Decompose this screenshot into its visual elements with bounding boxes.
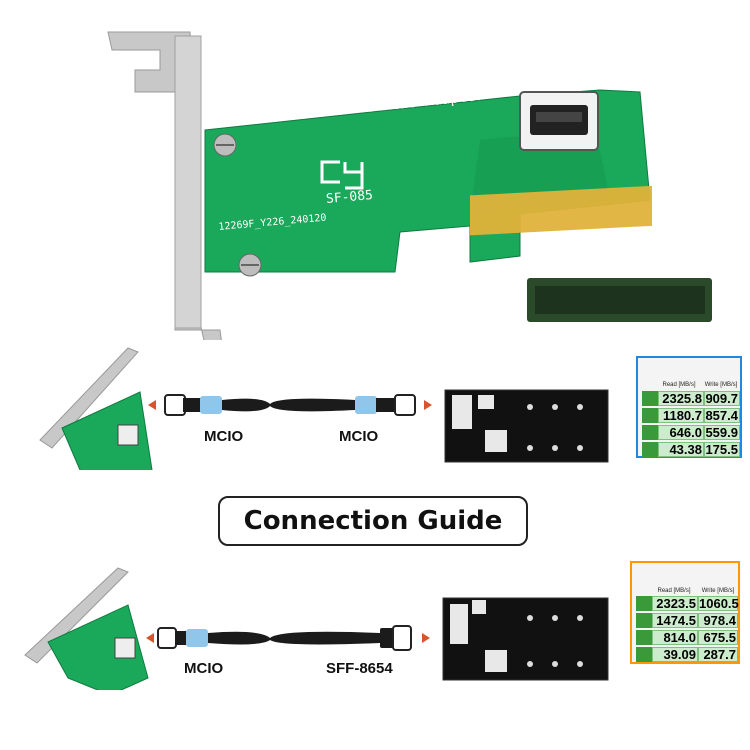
m2-adapter-board	[442, 597, 609, 681]
read-value: 2323.5	[652, 596, 698, 611]
read-value: 2325.8	[658, 391, 704, 406]
bench-row: 1474.5 978.4	[636, 613, 738, 630]
read-value: 814.0	[652, 630, 698, 645]
write-header: Write [MB/s]	[701, 588, 735, 594]
benchmark-window-1: Read [MB/s] Write [MB/s] 2325.8 909.7 11…	[636, 356, 742, 458]
benchmark-window-2: Read [MB/s] Write [MB/s] 2323.5 1060.5 1…	[630, 561, 740, 664]
bench-row: 1180.7 857.4	[642, 408, 740, 425]
m2-adapter-board	[444, 389, 609, 463]
read-value: 1474.5	[652, 613, 698, 628]
bench-row: 2325.8 909.7	[642, 391, 740, 408]
row1-left-label: MCIO	[204, 428, 244, 445]
connection-guide-box: Connection Guide	[218, 496, 528, 546]
bench-row: 646.0 559.9	[642, 425, 740, 442]
small-adapter-card	[39, 347, 153, 470]
arrow-right-icon	[422, 633, 430, 643]
arrow-left-icon	[148, 400, 156, 410]
arrow-left-icon	[146, 633, 154, 643]
cable	[164, 394, 416, 416]
write-value: 1060.5	[698, 596, 739, 611]
adapter-card-photo	[107, 31, 712, 340]
read-value: 1180.7	[658, 408, 704, 423]
pcie-slot	[527, 278, 712, 322]
read-value: 646.0	[658, 425, 704, 440]
cable	[157, 625, 412, 651]
write-value: 978.4	[698, 613, 738, 628]
write-header: Write [MB/s]	[704, 382, 738, 388]
write-value: 559.9	[704, 425, 740, 440]
gold-fingers	[470, 185, 652, 236]
write-value: 909.7	[704, 391, 740, 406]
brand-logo	[320, 160, 364, 190]
bench-row: 814.0 675.5	[636, 630, 738, 647]
window-titlebar	[638, 358, 740, 366]
mcio-connector	[519, 91, 599, 151]
read-header: Read [MB/s]	[662, 382, 696, 388]
row1-illustration	[39, 347, 609, 470]
read-header: Read [MB/s]	[657, 588, 691, 594]
read-value: 43.38	[658, 442, 704, 457]
read-value: 39.09	[652, 647, 698, 662]
write-value: 857.4	[704, 408, 740, 423]
row2-left-label: MCIO	[184, 660, 224, 677]
write-value: 675.5	[698, 630, 738, 645]
window-titlebar	[632, 563, 738, 571]
bench-row: 39.09 287.7	[636, 647, 738, 664]
write-value: 175.5	[704, 442, 740, 457]
bench-row: 43.38 175.5	[642, 442, 740, 459]
connection-guide-title: Connection Guide	[243, 506, 503, 536]
row2-illustration	[24, 567, 609, 690]
row1-right-label: MCIO	[339, 428, 379, 445]
bench-row: 2323.5 1060.5	[636, 596, 739, 613]
small-adapter-card	[24, 567, 149, 690]
row2-right-label: SFF-8654	[326, 660, 393, 677]
write-value: 287.7	[698, 647, 738, 662]
arrow-right-icon	[424, 400, 432, 410]
